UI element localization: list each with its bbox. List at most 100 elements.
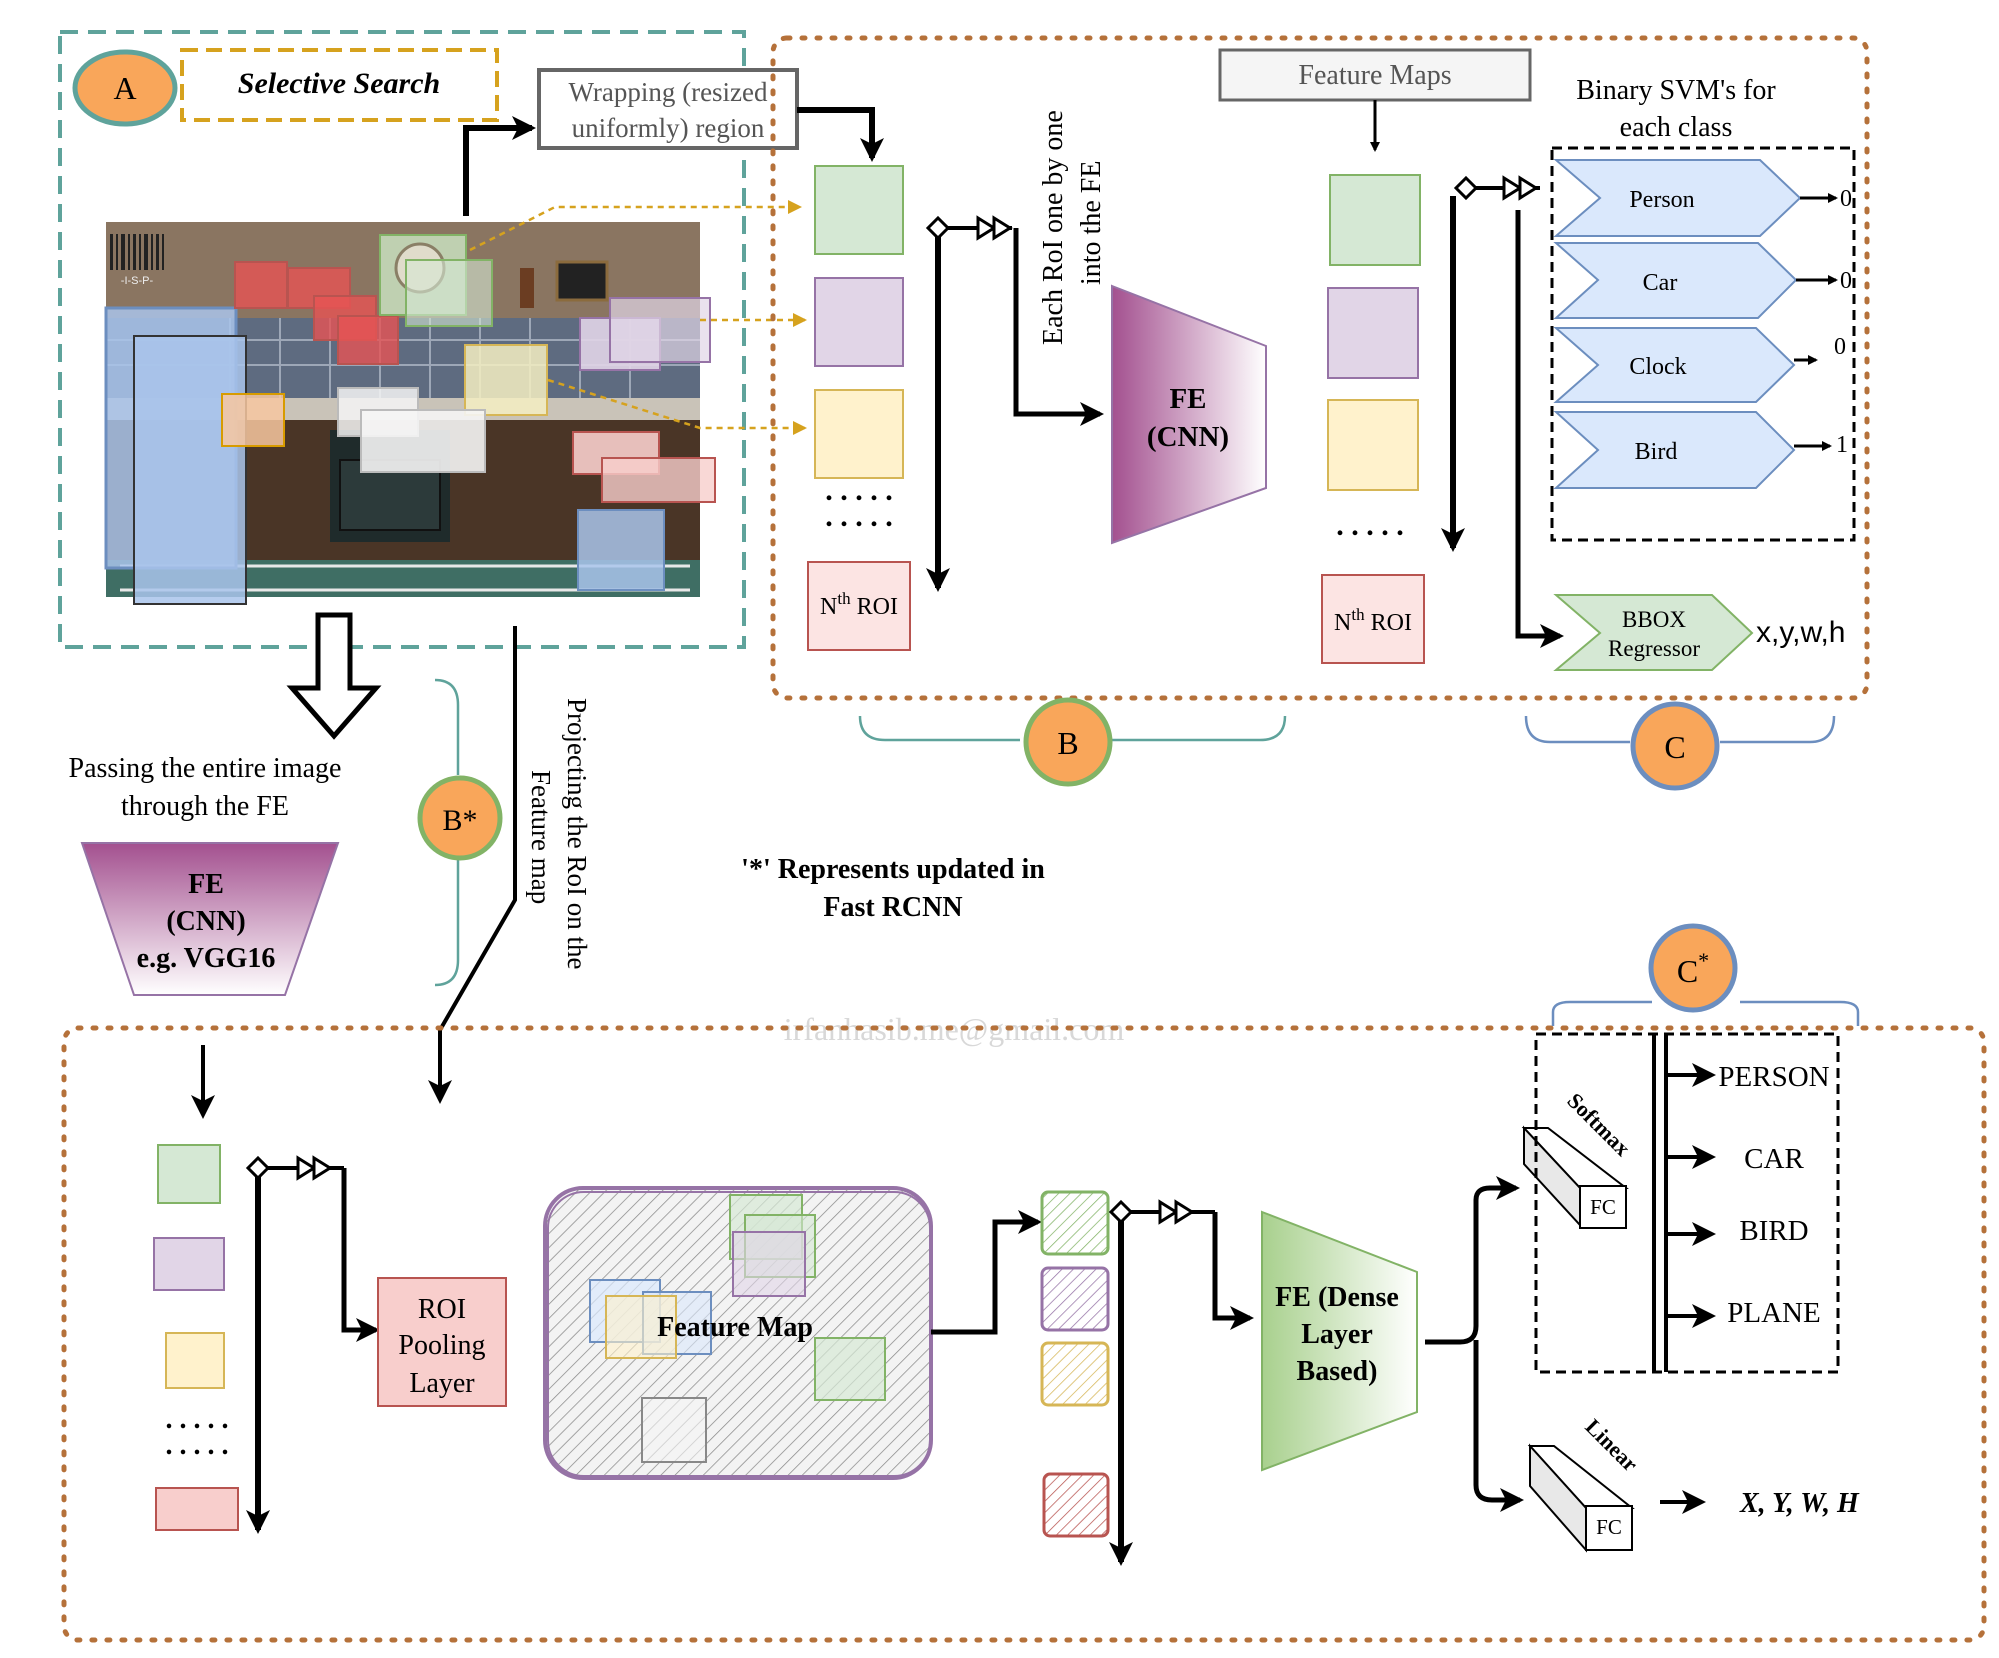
feature-map-yellow [1327,399,1419,491]
fe-vgg-label-3: e.g. VGG16 [137,943,276,974]
pooled-roi-yellow [1040,1341,1110,1407]
class-output-car: CAR [1666,1143,1804,1175]
class-bird-label: BIRD [1739,1215,1808,1247]
badge-c: C [1630,701,1720,791]
svm-title-1: Binary SVM's for [1576,75,1776,106]
warped-roi-dots-1: . . . . . [825,474,893,507]
roi-pooling-label-1: ROI [418,1294,466,1325]
warped-roi-dots-2: . . . . . [825,500,893,533]
svm-person-label: Person [1629,187,1694,213]
fast-roi-purple [153,1237,225,1291]
svm-bird: Bird 1 [1553,411,1848,489]
class-output-bird: BIRD [1666,1215,1809,1247]
bbox-regressor: BBOX Regressor [1553,594,1754,671]
brace-c [1524,715,1836,744]
note-line-1: '*' Represents updated in [741,854,1045,885]
feature-map-block [543,1186,933,1480]
fe-dense-label-2: Layer [1301,1319,1373,1350]
fast-roi-yellow [165,1332,225,1389]
selective-search-label: Selective Search [238,67,440,100]
linear-label: Linear [1580,1414,1643,1477]
wrapping-label-2: uniformly) region [572,113,765,143]
feature-map-label: Feature Map [657,1312,813,1343]
class-output-person: PERSON [1666,1061,1830,1093]
feature-map-green [1329,174,1421,266]
brace-c-star [1551,1000,1860,1026]
fe-dense-label-1: FE (Dense [1275,1282,1399,1313]
loop-arrow-dense [1108,1199,1254,1566]
badge-b-star: B* [417,775,503,861]
svm-bird-label: Bird [1635,439,1678,465]
fe-vgg-label-2: (CNN) [166,906,245,937]
each-roi-label-2: into the FE [1076,161,1107,285]
projecting-label-1: Projecting the RoI on the [562,698,592,969]
bbox-regressor-label-1: BBOX [1622,607,1686,632]
badge-a-label: A [113,70,136,106]
fc-linear-label: FC [1596,1515,1622,1539]
svm-title-2: each class [1620,112,1733,143]
feature-map-dots: . . . . . [1336,509,1404,542]
fast-roi-dots-2: . . . . . [166,1430,229,1461]
bbox-output-fast: X, Y, W, H [1739,1488,1860,1519]
loop-arrow-svm [1441,175,1564,648]
fc-softmax-label: FC [1590,1195,1616,1219]
wrapping-label-1: Wrapping (resized [568,77,768,107]
fast-roi-green [157,1144,221,1204]
brace-b-star [434,678,460,987]
warped-roi-green [814,165,904,255]
pooled-roi-red [1042,1472,1110,1538]
feature-maps-box [1218,48,1532,102]
fe-cnn-rcnn [1111,284,1267,545]
fe-vgg-label-1: FE [188,869,224,900]
loop-arrow-roi-pooling [245,1155,380,1534]
warped-roi-nth-label: Nth ROI [820,589,898,620]
feature-map-purple [1327,287,1419,379]
badge-c-label: C [1664,729,1685,765]
arrow-projecting-roi [428,626,517,1104]
badge-b-star-label: B* [442,804,477,837]
roi-projection-arrow-yellow [547,378,807,435]
class-person-label: PERSON [1718,1061,1829,1093]
svm-person-out: 0 [1840,186,1852,212]
fc-softmax-cube: FC [1521,1125,1629,1229]
image-stamp: -I-S-P- [121,275,154,287]
fe-dense-layer [1261,1210,1418,1472]
arrow-featuremap-to-rois [931,1210,1042,1335]
class-car-label: CAR [1744,1143,1804,1175]
class-output-plane: PLANE [1666,1297,1821,1329]
classification-box [1534,1032,1840,1374]
selective-search-box [180,48,499,122]
svm-clock-out: 0 [1834,334,1846,360]
warped-roi-purple [814,277,904,367]
warped-roi-yellow [814,389,904,479]
roi-pooling-layer [377,1277,507,1407]
arrow-dense-split-lower [1473,1340,1524,1512]
brace-b [858,715,1287,742]
wrapping-box [537,68,799,150]
svm-car-out: 0 [1840,268,1852,294]
badge-a: A [72,49,178,127]
feature-map-nth [1321,574,1425,664]
pooled-roi-green [1040,1190,1110,1256]
fast-roi-dots-1: . . . . . [166,1404,229,1435]
arrow-dense-split [1425,1176,1520,1345]
bbox-regressor-label-2: Regressor [1608,636,1700,661]
hollow-down-arrow [286,612,382,740]
section-a-frame [58,30,746,649]
badge-c-star: C* [1648,923,1738,1013]
svm-person: Person 0 [1553,159,1852,237]
fast-rcnn-section-frame [61,1025,1987,1643]
svm-bird-out: 1 [1836,432,1848,458]
loop-arrow-rcnn [925,215,1104,592]
svm-box [1550,146,1856,542]
warped-roi-nth [807,561,911,651]
fc-linear-cube: FC [1527,1443,1635,1553]
class-plane-label: PLANE [1727,1297,1820,1329]
roi-pooling-label-3: Layer [409,1368,475,1399]
roi-projection-arrow-green [469,200,802,252]
each-roi-label-1: Each RoI one by one [1038,110,1069,345]
note-line-2: Fast RCNN [823,892,962,923]
svm-clock: Clock 0 [1553,327,1846,403]
roi-pooling-label-2: Pooling [398,1330,485,1361]
